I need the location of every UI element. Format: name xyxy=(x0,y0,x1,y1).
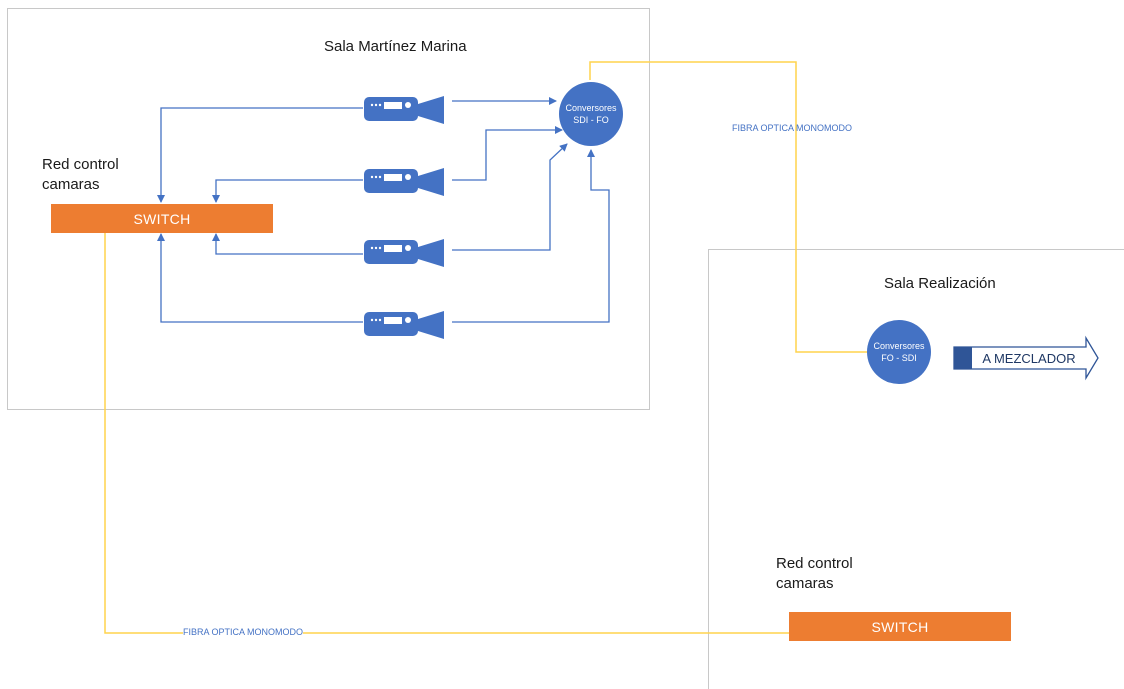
camera-icon xyxy=(364,239,444,267)
cam1-to-switch-line xyxy=(157,107,363,203)
camera-icon xyxy=(364,96,444,124)
converter-sdi-fo: Conversores SDI - FO xyxy=(559,82,623,146)
room-martinez-marina xyxy=(7,8,650,410)
fiber-line-top xyxy=(589,61,870,353)
mezclador-arrow-tail xyxy=(954,347,972,369)
fiber-line-bottom xyxy=(104,232,790,634)
room-title-martinez-marina: Sala Martínez Marina xyxy=(324,38,467,55)
fiber-label-bottom: FIBRA OPTICA MONOMODO xyxy=(183,627,304,637)
cam3-to-converter-line xyxy=(452,143,568,251)
camera-2 xyxy=(362,167,446,197)
right-network-label: Red control camaras xyxy=(776,554,853,594)
right-network-label-line1: Red control xyxy=(776,555,853,572)
cam4-to-converter-line xyxy=(452,149,610,323)
room-realizacion xyxy=(708,249,1124,689)
fiber-label-top: FIBRA OPTICA MONOMODO xyxy=(732,123,853,133)
diagram-canvas: Sala Martínez Marina Sala Realización Re… xyxy=(7,8,1124,689)
mezclador-arrow-shape xyxy=(953,335,1099,381)
camera-3 xyxy=(362,238,446,268)
converter-fo-sdi-line2: FO - SDI xyxy=(881,353,917,363)
connectors xyxy=(104,61,1099,634)
cam4-to-switch-line xyxy=(157,233,363,323)
camera-icon xyxy=(364,311,444,339)
converter-sdi-fo-line1: Conversores xyxy=(565,103,617,113)
mezclador-label: A MEZCLADOR xyxy=(982,350,1076,366)
room-title-realizacion: Sala Realización xyxy=(884,275,996,292)
cam2-to-converter-line xyxy=(452,126,563,181)
camera-4 xyxy=(362,310,446,340)
camera-1 xyxy=(362,95,446,125)
cam2-to-switch-line xyxy=(212,179,363,203)
cam3-to-switch-line xyxy=(212,233,363,255)
left-network-label-line2: camaras xyxy=(42,176,100,193)
right-network-label-line2: camaras xyxy=(776,575,834,592)
camera-icon xyxy=(364,168,444,196)
left-network-label: Red control camaras xyxy=(42,155,119,195)
converter-fo-sdi-line1: Conversores xyxy=(873,341,925,351)
left-switch: SWITCH xyxy=(51,204,273,233)
right-switch: SWITCH xyxy=(789,612,1011,641)
converter-sdi-fo-line2: SDI - FO xyxy=(573,115,609,125)
left-network-label-line1: Red control xyxy=(42,156,119,173)
converter-fo-sdi: Conversores FO - SDI xyxy=(867,320,931,384)
